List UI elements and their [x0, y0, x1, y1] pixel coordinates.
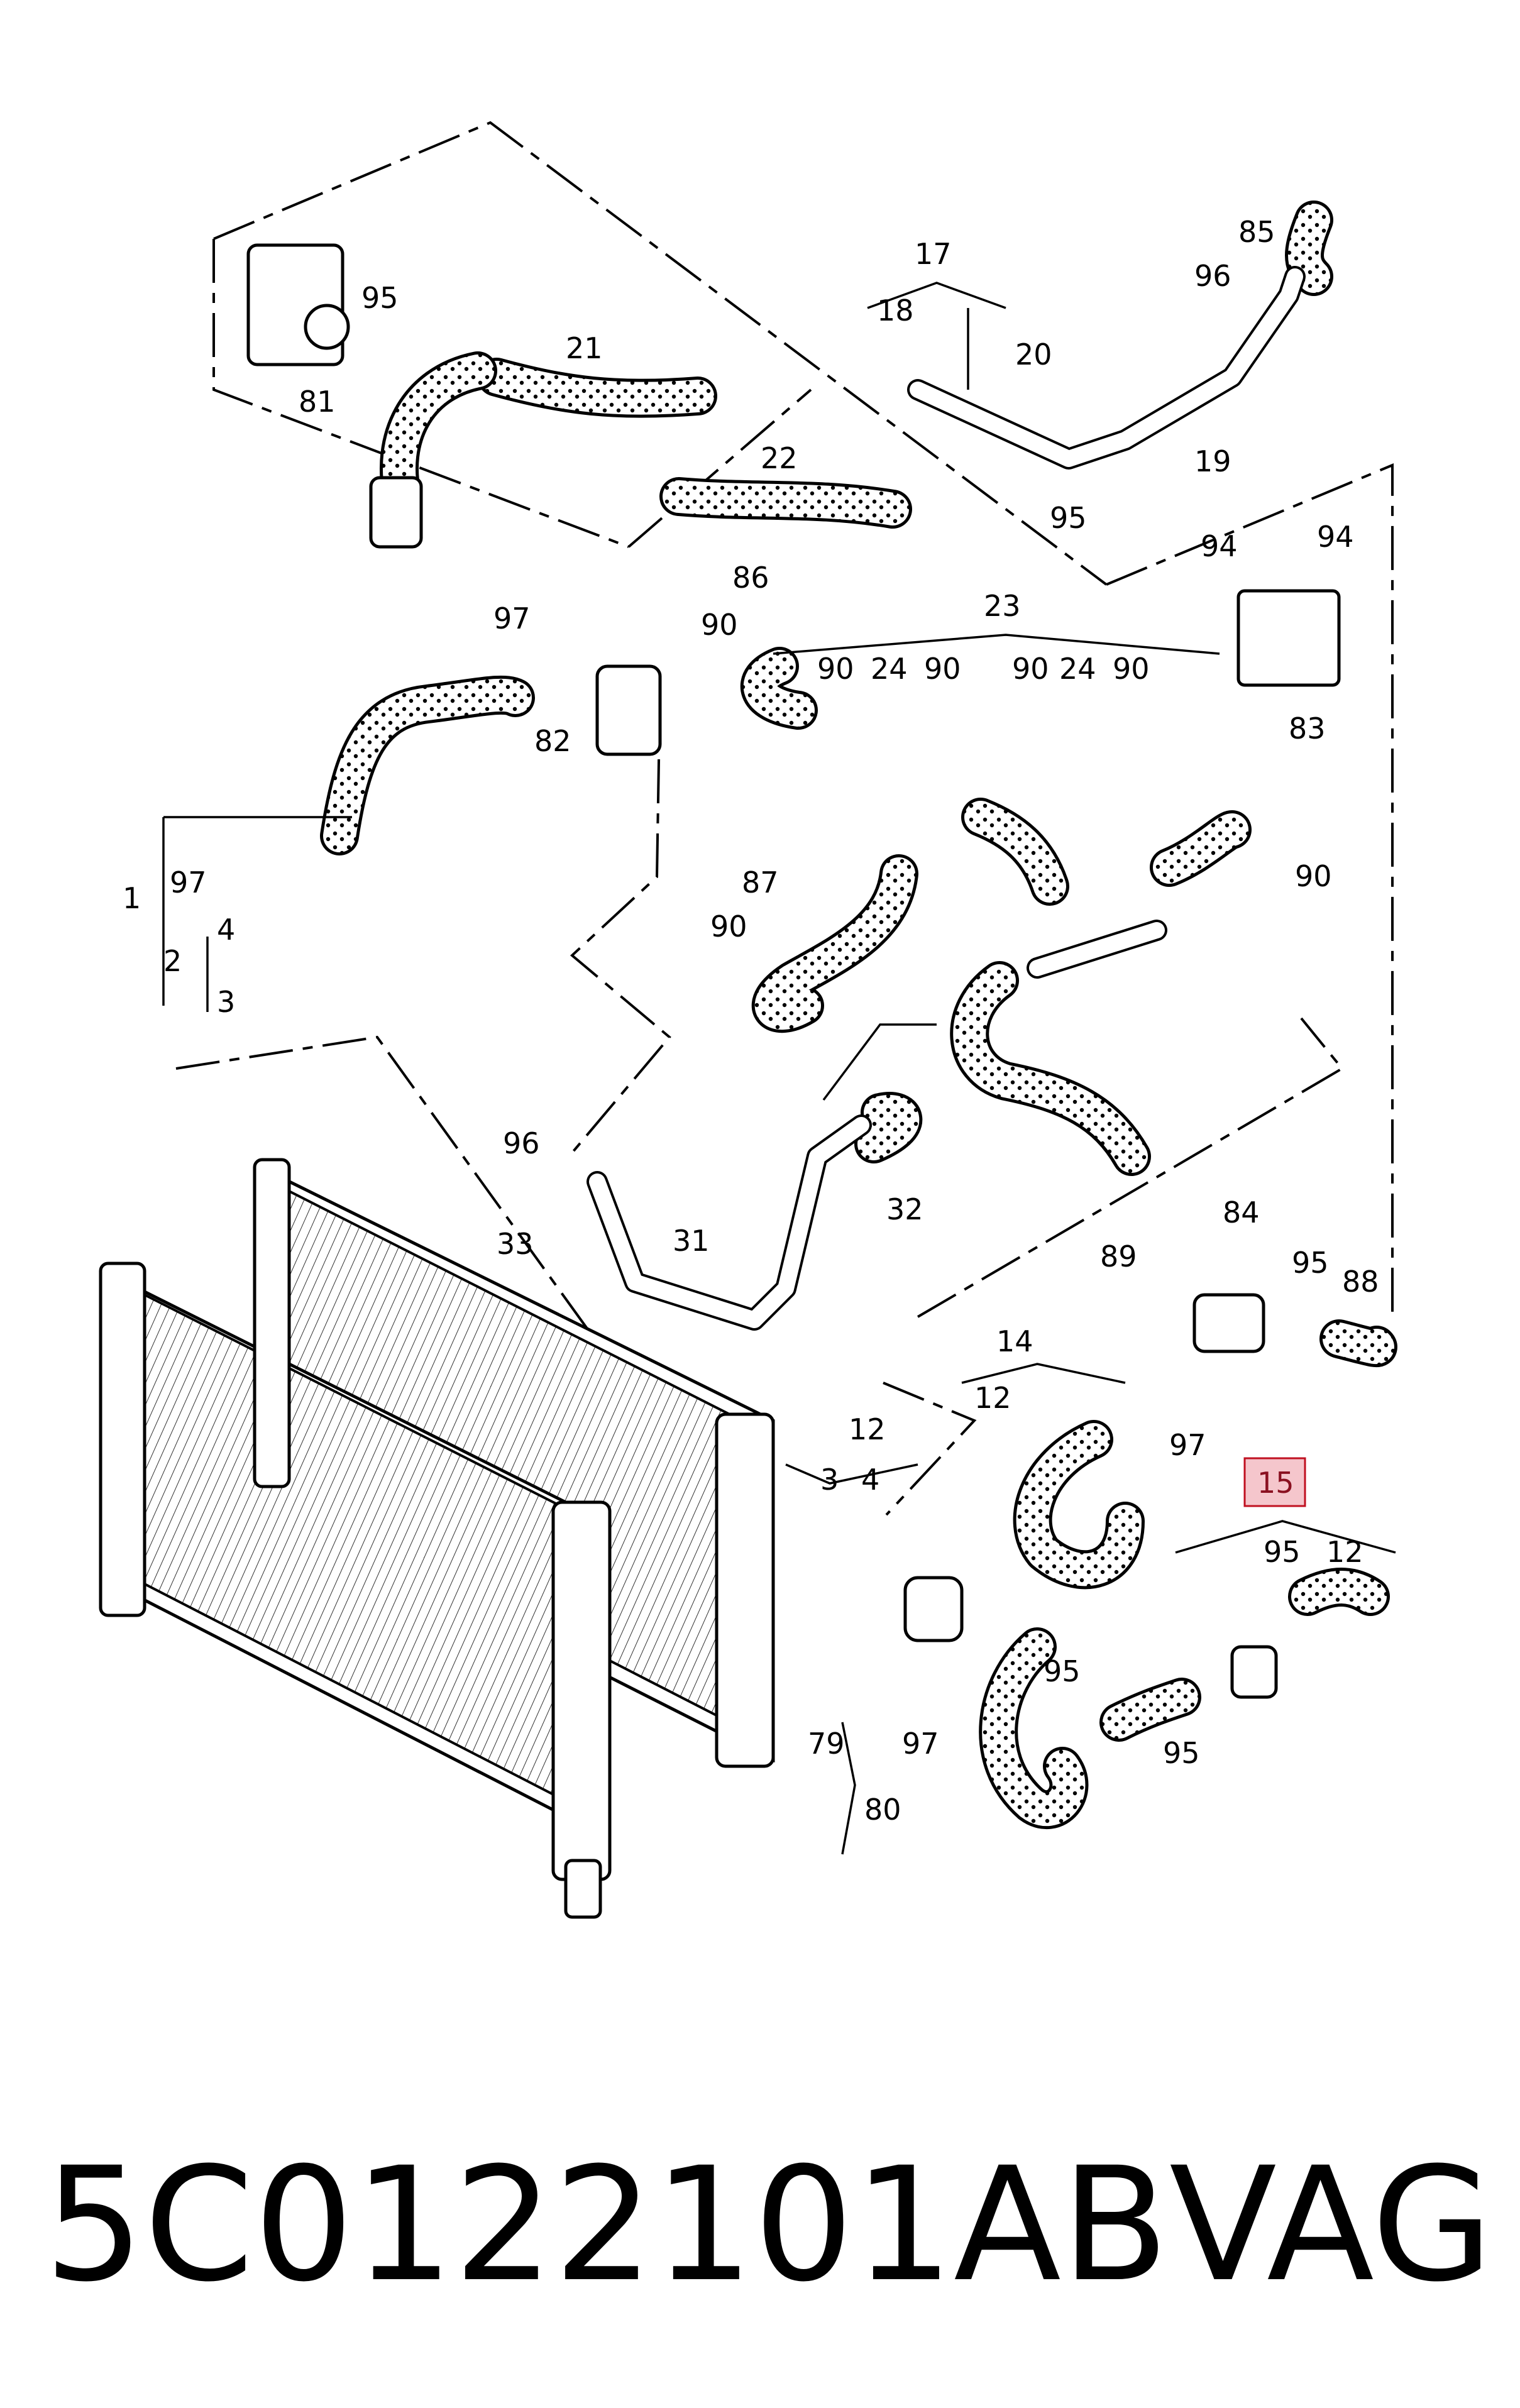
callout-95e: 95 [1163, 1736, 1200, 1770]
callout-14a: 12 [974, 1381, 1011, 1415]
callout-17: 17 [915, 237, 952, 271]
callout-96b: 96 [503, 1126, 540, 1160]
callout-97c: 97 [1169, 1428, 1206, 1462]
callout-90a: 90 [701, 608, 738, 642]
callout-90f: 90 [710, 910, 747, 943]
callout-95c: 95 [1292, 1246, 1329, 1280]
callout-15: 15 [1257, 1466, 1294, 1500]
callout-79: 79 [808, 1727, 845, 1761]
callout-80: 80 [864, 1793, 901, 1827]
callout-12a: 12 [849, 1412, 886, 1446]
hoses [320, 201, 1397, 1830]
callout-labels: 1 2 3 4 12 3 4 14 12 15 95 12 17 18 19 2… [123, 215, 1379, 1827]
callout-24b: 24 [1059, 652, 1096, 686]
callout-22: 22 [761, 441, 798, 475]
callout-97b: 97 [170, 866, 207, 899]
callout-20: 20 [1015, 338, 1052, 371]
callout-21: 21 [566, 331, 603, 365]
brand-caption: VAG [1169, 2133, 1494, 2316]
callout-3: 3 [217, 985, 235, 1019]
components [246, 243, 1341, 1699]
callout-97a: 97 [493, 602, 531, 635]
highlight-box-15 [1243, 1457, 1306, 1507]
assembly-dash-lines [175, 121, 1394, 1516]
pipes [587, 266, 1306, 1331]
callout-90g: 90 [1295, 859, 1332, 893]
callout-90e: 90 [1113, 652, 1150, 686]
part-number-caption: 5C0122101AB [44, 2133, 1169, 2316]
callout-95d: 95 [1044, 1654, 1081, 1688]
callout-1: 1 [123, 881, 141, 915]
radiator [99, 1158, 775, 1919]
callout-94b: 94 [1317, 520, 1354, 554]
callout-32: 32 [886, 1192, 923, 1226]
callout-86: 86 [732, 561, 769, 595]
callout-88: 88 [1342, 1265, 1379, 1299]
callout-81: 81 [299, 385, 336, 419]
callout-19: 19 [1194, 444, 1231, 478]
callout-96a: 96 [1194, 259, 1231, 293]
callout-15b: 12 [1326, 1535, 1363, 1569]
callout-18: 18 [877, 294, 914, 327]
callout-85: 85 [1238, 215, 1275, 249]
callout-24a: 24 [871, 652, 908, 686]
callout-95b: 95 [1050, 501, 1087, 535]
callout-14: 14 [996, 1324, 1033, 1358]
leader-lines [162, 282, 1396, 1855]
callout-90d: 90 [1012, 652, 1049, 686]
callout-4: 4 [217, 913, 235, 947]
callout-87: 87 [742, 866, 779, 899]
callout-23: 23 [984, 589, 1021, 623]
callout-12b: 3 [820, 1463, 839, 1497]
callout-33: 33 [497, 1227, 534, 1261]
callout-97d: 97 [902, 1727, 939, 1761]
callout-82: 82 [534, 724, 571, 758]
callout-90b: 90 [817, 652, 854, 686]
callout-2: 2 [163, 944, 182, 978]
callout-31: 31 [673, 1224, 710, 1258]
callout-90c: 90 [924, 652, 961, 686]
callout-89: 89 [1100, 1240, 1137, 1273]
callout-12c: 4 [861, 1463, 879, 1497]
callout-94a: 94 [1201, 529, 1238, 563]
callout-84: 84 [1223, 1196, 1260, 1229]
callout-95a: 95 [361, 281, 399, 315]
callout-15a: 95 [1264, 1535, 1301, 1569]
callout-83: 83 [1289, 712, 1326, 745]
